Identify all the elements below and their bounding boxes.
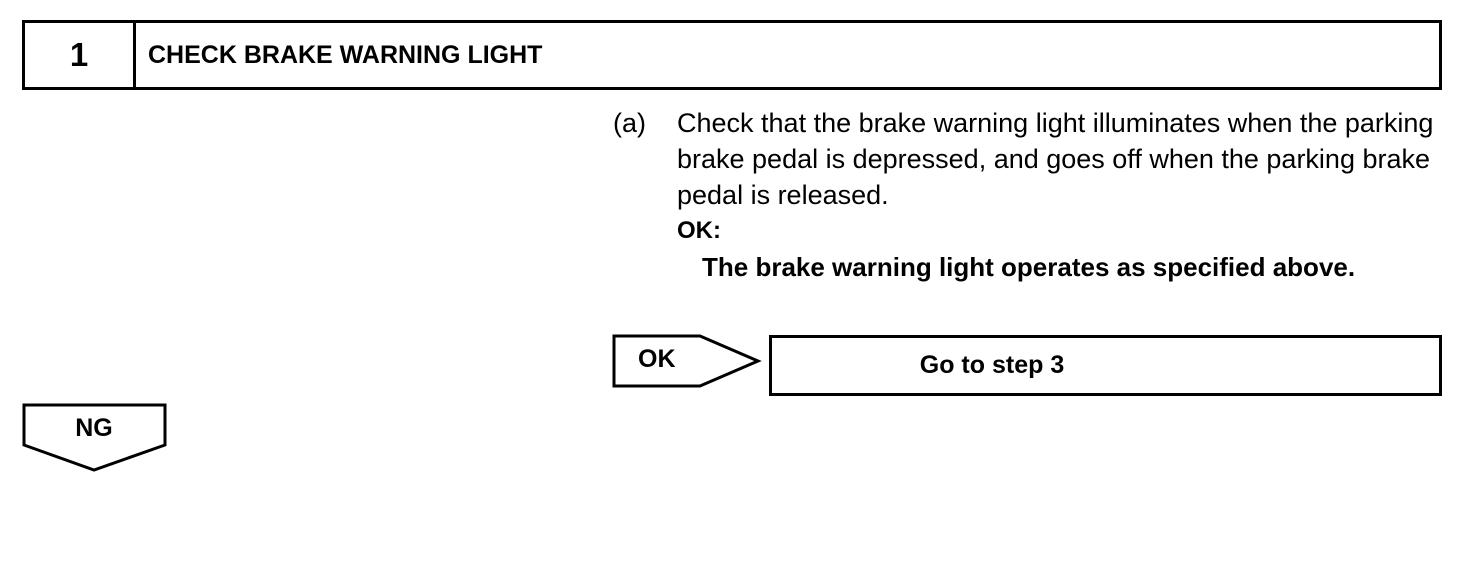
- goto-step-box[interactable]: Go to step 3: [769, 335, 1442, 396]
- step-title: CHECK BRAKE WARNING LIGHT: [148, 40, 543, 69]
- ok-arrow-icon: [612, 334, 762, 388]
- ok-criteria-spec: The brake warning light operates as spec…: [702, 252, 1356, 282]
- ok-result-label: OK: [638, 345, 676, 373]
- goto-step-text: Go to step 3: [919, 351, 1065, 379]
- instruction-text: Check that the brake warning light illum…: [677, 108, 1434, 210]
- ok-criteria-label: OK:: [677, 217, 721, 244]
- ng-arrow-icon: [22, 403, 167, 472]
- ng-result-label: NG: [75, 414, 113, 442]
- instruction-letter: (a): [613, 108, 646, 138]
- step-number: 1: [25, 23, 136, 87]
- step-header: 1 CHECK BRAKE WARNING LIGHT: [22, 20, 1442, 90]
